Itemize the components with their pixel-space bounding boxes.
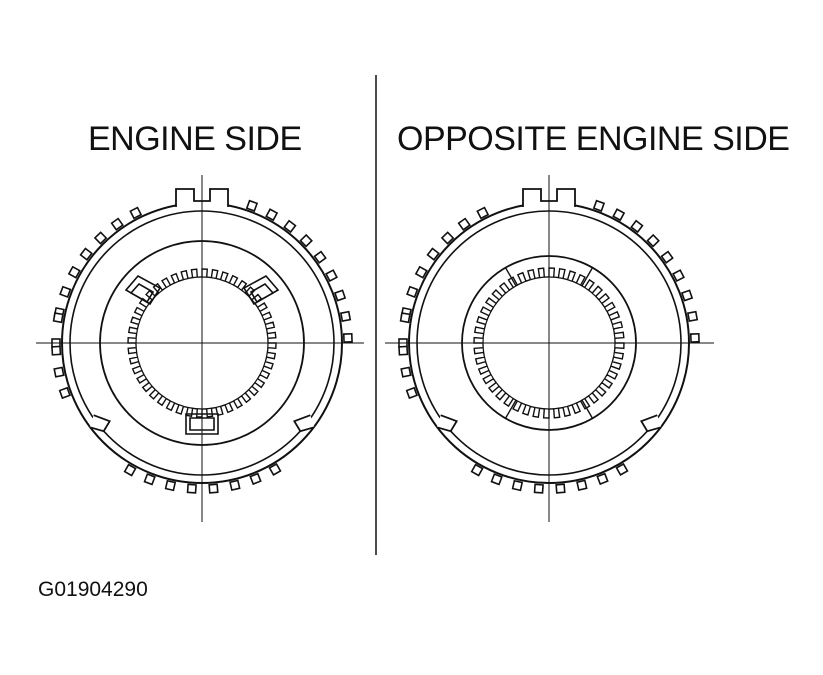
- ring-tooth: [143, 473, 156, 486]
- ring-tooth: [268, 462, 282, 476]
- engine-side-title: ENGINE SIDE: [88, 120, 302, 158]
- ring-tooth: [53, 366, 65, 378]
- ring-tooth: [129, 206, 143, 220]
- ring-tooth: [630, 219, 644, 234]
- ring-tooth: [325, 269, 338, 283]
- spline-marker: [504, 399, 517, 419]
- ring-tooth: [533, 483, 544, 494]
- ring-tooth: [406, 285, 419, 299]
- ring-tooth: [660, 250, 674, 264]
- ring-tooth: [52, 312, 64, 324]
- figure-code: G01904290: [38, 578, 148, 601]
- ring-tooth: [612, 208, 626, 222]
- ring-tooth: [511, 479, 524, 492]
- ring-tooth: [313, 250, 327, 264]
- ring-tooth: [339, 310, 352, 322]
- ring-tooth: [245, 199, 259, 212]
- spline-marker: [504, 267, 517, 287]
- ring-tooth: [400, 366, 412, 378]
- slot-right: [242, 274, 280, 306]
- ring-tooth: [476, 206, 490, 220]
- ring-tooth: [457, 217, 471, 231]
- ring-tooth: [265, 208, 279, 222]
- slot-bottom: [185, 413, 219, 435]
- ring-tooth: [680, 289, 694, 302]
- lower-right-notch: [292, 414, 315, 433]
- ring-tooth: [59, 285, 72, 299]
- ring-tooth: [229, 479, 241, 492]
- ring-tooth: [67, 265, 81, 279]
- ring-tooth: [164, 479, 177, 492]
- ring-tooth: [342, 332, 353, 343]
- ring-tooth: [592, 199, 606, 212]
- ring-tooth: [399, 312, 411, 324]
- ring-tooth: [686, 310, 699, 322]
- ring-tooth: [299, 233, 313, 248]
- slot-left: [124, 274, 162, 306]
- ring-tooth: [689, 332, 700, 343]
- ring-tooth: [646, 233, 660, 248]
- ring-tooth: [414, 265, 428, 279]
- ring-tooth: [79, 247, 93, 261]
- ring-tooth: [208, 483, 219, 494]
- ring-tooth: [333, 289, 347, 302]
- ring-tooth: [110, 217, 124, 231]
- ring-tooth: [283, 219, 297, 234]
- spline-marker: [581, 399, 594, 419]
- ring-tooth: [576, 479, 588, 492]
- engine-side-ring: [36, 175, 364, 522]
- ring-tooth: [58, 386, 71, 400]
- ring-tooth: [490, 473, 503, 486]
- lower-right-notch: [639, 414, 662, 433]
- lower-left-notch: [89, 414, 112, 433]
- spline-marker: [581, 267, 594, 287]
- ring-tooth: [93, 231, 108, 245]
- ring-tooth: [398, 345, 409, 356]
- ring-tooth: [555, 483, 566, 494]
- ring-tooth: [186, 483, 197, 494]
- ring-tooth: [596, 472, 609, 486]
- ring-tooth: [249, 472, 262, 486]
- opposite-engine-side-ring: [385, 175, 714, 522]
- opposite-engine-side-title: OPPOSITE ENGINE SIDE: [397, 120, 790, 158]
- lower-left-notch: [436, 414, 459, 433]
- ring-tooth: [672, 269, 685, 283]
- ring-tooth: [51, 345, 62, 356]
- ring-tooth: [470, 463, 484, 477]
- ring-tooth: [615, 462, 629, 476]
- ring-tooth: [440, 231, 455, 245]
- ring-tooth: [123, 463, 137, 477]
- ring-tooth: [426, 247, 440, 261]
- ring-tooth: [405, 386, 418, 400]
